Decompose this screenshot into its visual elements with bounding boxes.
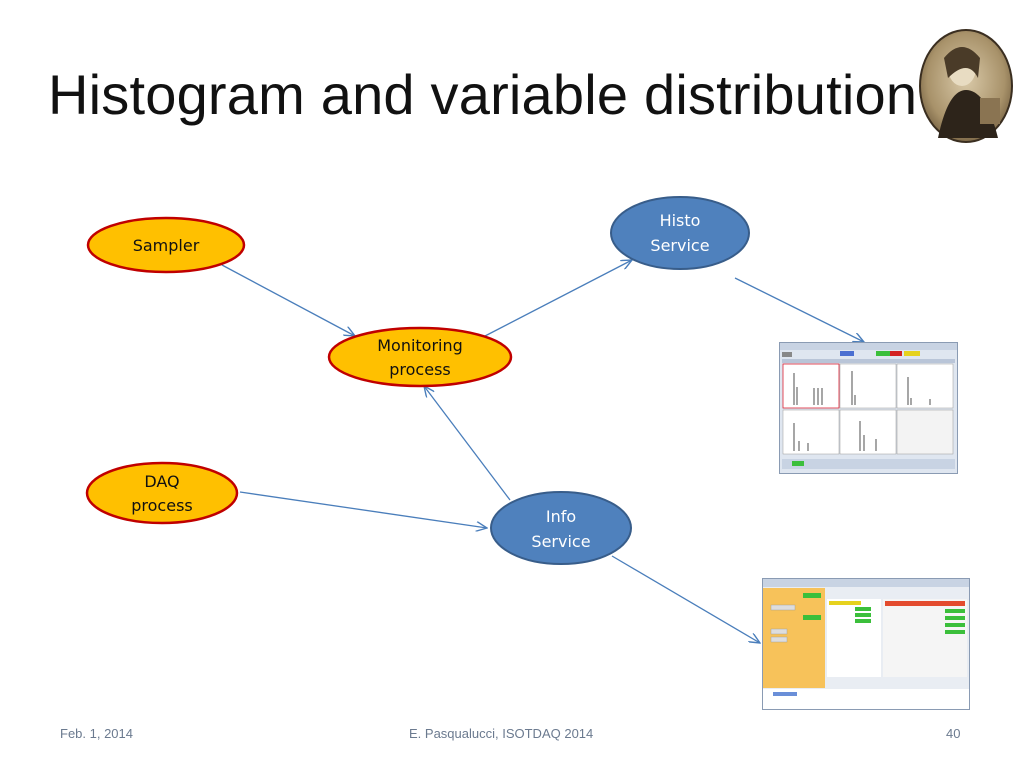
monitoring-label-line2: process: [389, 360, 450, 379]
info-label-line2: Service: [531, 532, 590, 551]
histo-label-line1: Histo: [660, 211, 701, 230]
arrow-sampler-to-monitoring: [221, 264, 355, 336]
footer-author: E. Pasqualucci, ISOTDAQ 2014: [409, 726, 594, 741]
daq-process-node: DAQ process: [85, 461, 239, 525]
footer-page-number: 40: [946, 726, 961, 741]
daq-label-line1: DAQ: [144, 472, 179, 491]
info-browser-screenshot: [762, 578, 970, 710]
histogram-display-screenshot: [779, 342, 958, 474]
histo-label-line2: Service: [650, 236, 709, 255]
info-service-node: Info Service: [490, 491, 632, 565]
daq-label-line2: process: [131, 496, 192, 515]
slide-title: Histogram and variable distribution: [48, 63, 918, 126]
arrow-info-to-info-screenshot: [611, 555, 760, 643]
histo-service-node: Histo Service: [610, 196, 750, 270]
sampler-node: Sampler: [86, 216, 246, 274]
monitoring-label-line1: Monitoring: [377, 336, 463, 355]
sampler-label: Sampler: [133, 236, 200, 255]
footer-date: Feb. 1, 2014: [60, 726, 133, 741]
portrait-image: [919, 29, 1013, 143]
arrow-daq-to-info: [239, 491, 487, 528]
arrow-histo-to-histogram-screenshot: [734, 277, 864, 342]
arrow-info-to-monitoring: [424, 386, 511, 501]
info-label-line1: Info: [546, 507, 576, 526]
arrow-monitoring-to-histo: [484, 260, 632, 337]
monitoring-process-node: Monitoring process: [327, 326, 513, 388]
